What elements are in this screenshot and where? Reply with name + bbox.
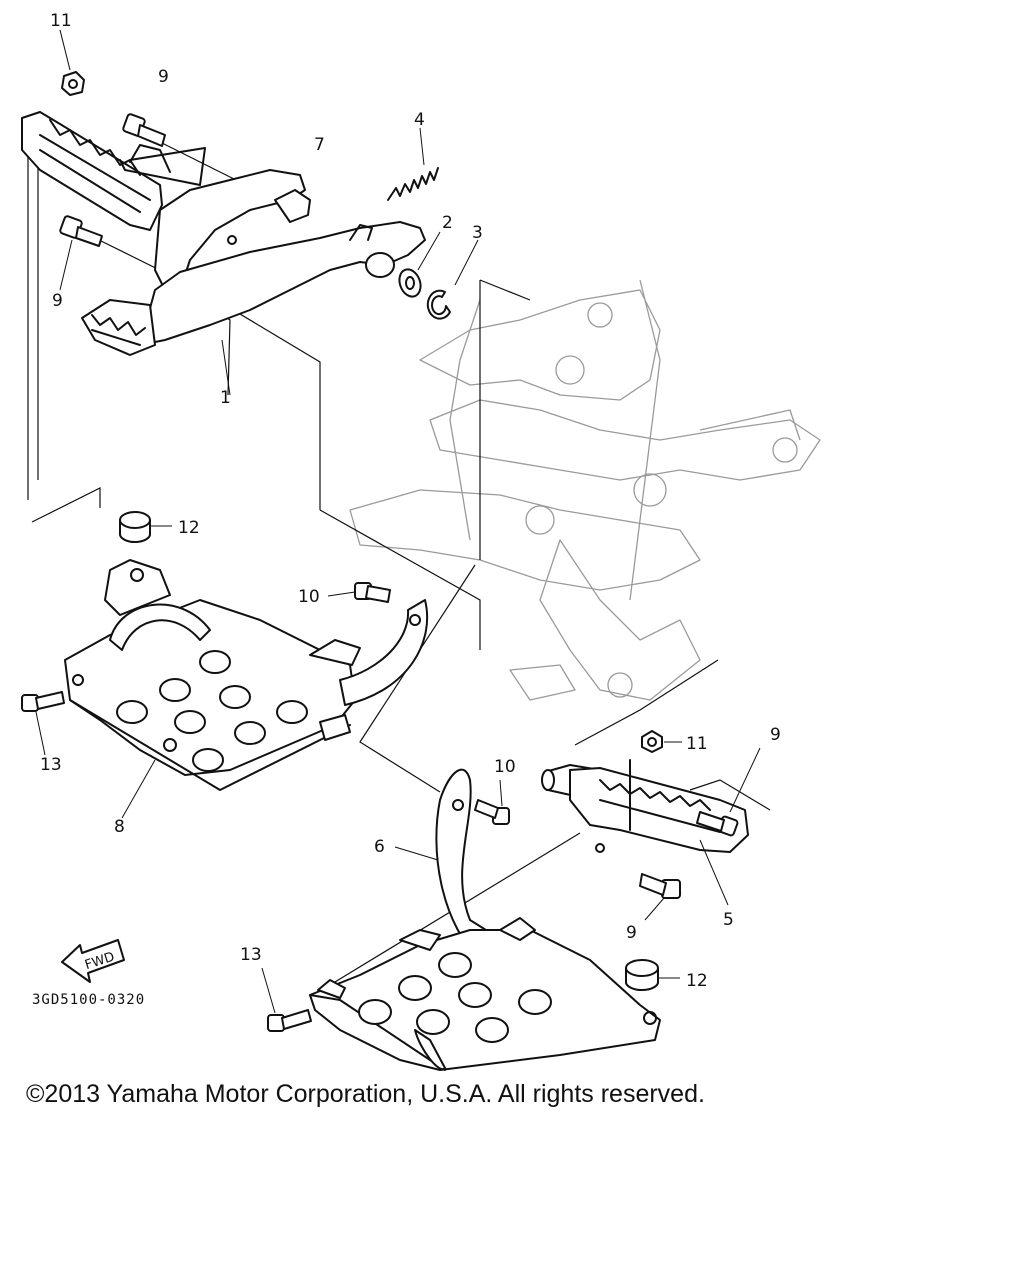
callout-13-right: 13	[240, 945, 262, 965]
nut-11-right	[641, 730, 682, 753]
footrest-left	[21, 111, 311, 291]
callout-9-left: 9	[52, 291, 63, 311]
callout-9-top: 9	[158, 67, 169, 87]
callout-12-left: 12	[178, 518, 200, 538]
bracket-right	[309, 768, 661, 1071]
damper-12-left	[119, 511, 172, 543]
assembly-lines	[27, 141, 771, 986]
callout-13-left: 13	[40, 755, 62, 775]
callout-9-right-bottom: 9	[626, 923, 637, 943]
callout-10-right: 10	[494, 757, 516, 777]
bolt-9-left-mid	[59, 215, 103, 291]
diagram-code: 3GD5100-0320	[32, 992, 145, 1008]
callout-11-right: 11	[686, 734, 708, 754]
callout-2: 2	[442, 213, 453, 233]
callout-7: 7	[314, 135, 325, 155]
spring-4	[387, 127, 439, 201]
callout-6: 6	[374, 837, 385, 857]
copyright-notice: ©2013 Yamaha Motor Corporation, U.S.A. A…	[26, 1080, 705, 1108]
bolt-9-top-left	[122, 113, 166, 147]
callout-12-right: 12	[686, 971, 708, 991]
washer-2	[398, 231, 441, 298]
frame-outline	[349, 279, 821, 701]
callout-3: 3	[472, 223, 483, 243]
callout-9-right-top: 9	[770, 725, 781, 745]
callout-11-top: 11	[50, 11, 72, 31]
circlip-3	[426, 239, 479, 320]
brake-pedal	[81, 221, 426, 396]
bracket-left	[64, 559, 429, 819]
bolt-13-left	[21, 674, 84, 756]
bolt-9-right-bottom	[639, 873, 681, 921]
callout-10-left: 10	[298, 587, 320, 607]
bolt-13-right	[261, 967, 312, 1032]
fwd-arrow-icon: FWD	[61, 939, 125, 983]
footrest-right	[541, 759, 749, 906]
bolt-10-left	[327, 582, 391, 603]
nut-11-top	[59, 29, 85, 96]
callout-1: 1	[220, 388, 231, 408]
callout-5: 5	[723, 910, 734, 930]
callout-8: 8	[114, 817, 125, 837]
damper-12-right	[625, 959, 680, 991]
bolt-10-right	[474, 779, 510, 825]
bolt-9-right-top	[696, 747, 761, 837]
callout-4: 4	[414, 110, 425, 130]
callout-labels: 1 2 3 4 5 6 7 8 9 9 9 9 10 10 11 11 12 1…	[40, 11, 781, 991]
